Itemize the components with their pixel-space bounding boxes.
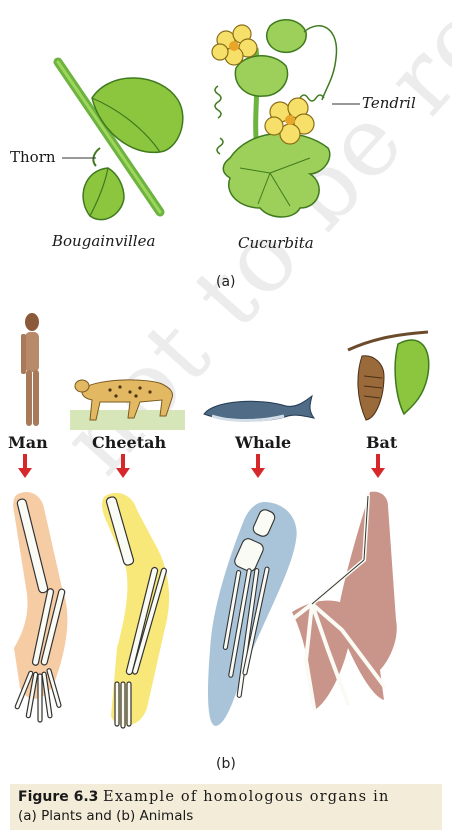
caption-text-line1: Example of homologous organs in bbox=[103, 789, 390, 805]
man-arm-skeleton bbox=[13, 491, 68, 723]
caption-text-line2: (a) Plants and (b) Animals bbox=[18, 808, 194, 824]
animal-label-whale: Whale bbox=[235, 433, 292, 452]
animal-label-cheetah: Cheetah bbox=[92, 433, 167, 452]
panel-b-label: (b) bbox=[216, 756, 236, 772]
man-illustration bbox=[21, 313, 39, 426]
bougainvillea-label: Bougainvillea bbox=[52, 232, 156, 250]
cucurbita-illustration bbox=[211, 19, 360, 218]
bat-illustration bbox=[347, 330, 430, 421]
panel-a-label: (a) bbox=[216, 274, 236, 290]
arrows bbox=[18, 454, 385, 478]
figure-caption: Figure 6.3 Example of homologous organs … bbox=[10, 784, 442, 830]
animal-label-bat: Bat bbox=[366, 433, 398, 452]
bougainvillea-illustration bbox=[53, 57, 184, 221]
whale-illustration bbox=[203, 394, 316, 422]
cucurbita-label: Cucurbita bbox=[238, 234, 314, 252]
thorn-label: Thorn bbox=[10, 148, 56, 166]
arrow-down-icon bbox=[18, 454, 385, 478]
figure-number: Figure 6.3 bbox=[18, 789, 99, 805]
tendril-label: Tendril bbox=[362, 94, 416, 112]
cheetah-leg-skeleton bbox=[102, 492, 170, 729]
animal-label-man: Man bbox=[8, 433, 48, 452]
bat-wing-skeleton bbox=[292, 491, 397, 710]
whale-flipper-skeleton bbox=[208, 502, 297, 726]
cheetah-illustration bbox=[70, 379, 185, 430]
